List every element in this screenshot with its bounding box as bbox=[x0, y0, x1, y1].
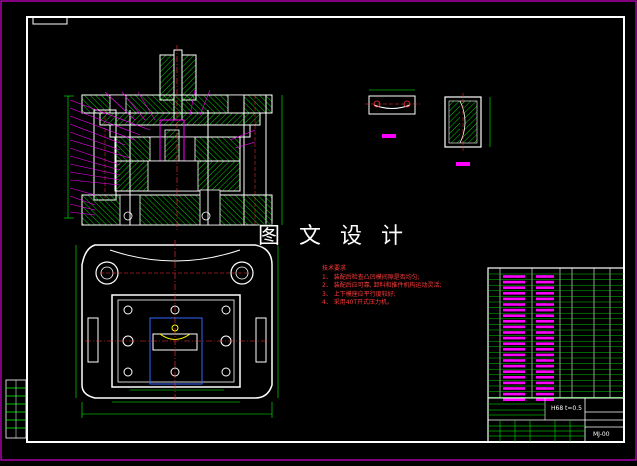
parts-list-cell-mark bbox=[503, 280, 525, 284]
parts-list-cell-mark bbox=[503, 359, 525, 362]
parts-list-cell-mark bbox=[503, 342, 525, 345]
parts-list-cell-mark bbox=[536, 370, 554, 373]
parts-list-cell-mark bbox=[503, 370, 525, 373]
parts-list-cell-mark bbox=[503, 303, 525, 306]
part-top-view bbox=[365, 89, 420, 138]
parts-list-cell-mark bbox=[536, 314, 554, 317]
watermark-text: 图 文 设 计 bbox=[258, 224, 409, 249]
parts-list-cell-mark bbox=[536, 376, 554, 379]
parts-list-cell-mark bbox=[503, 286, 525, 289]
parts-list-cell-mark bbox=[536, 325, 554, 329]
parts-list-cell-mark bbox=[503, 297, 525, 301]
parts-list-cell-mark bbox=[536, 275, 554, 278]
notes-heading: 技术要求 bbox=[322, 265, 347, 272]
assembly-section-view bbox=[64, 45, 283, 232]
parts-list-cell-mark bbox=[503, 364, 525, 368]
lower-die-plan-view bbox=[75, 240, 279, 418]
parts-list-cell-mark bbox=[503, 381, 525, 385]
technical-notes: 技术要求 1、 装配后检查凸凹模间隙是否均匀; 2、 装配后应可靠, 卸料和推件… bbox=[322, 265, 442, 308]
parts-list-cell-mark bbox=[536, 348, 554, 351]
parts-list-cell-mark bbox=[536, 336, 554, 340]
note-line-3: 3、 上下模座应平行度较好; bbox=[322, 290, 396, 298]
note-line-4: 4、 采用40T开式压力机。 bbox=[322, 299, 394, 307]
parts-list-cell-mark bbox=[503, 314, 525, 317]
parts-list-cell-mark bbox=[536, 292, 554, 295]
parts-list-cell-mark bbox=[503, 376, 525, 379]
parts-list-cell-mark bbox=[503, 387, 525, 390]
parts-list-cell-mark bbox=[536, 359, 554, 362]
parts-list-cell-mark bbox=[536, 342, 554, 345]
parts-list-cell-mark bbox=[503, 275, 525, 278]
parts-list-cell-mark bbox=[503, 398, 525, 401]
parts-list-cell-mark bbox=[536, 392, 554, 396]
parts-list-cell-mark bbox=[536, 280, 554, 284]
parts-list-cell-mark bbox=[536, 303, 554, 306]
parts-list-cell-mark bbox=[536, 381, 554, 385]
note-line-1: 1、 装配后检查凸凹模间隙是否均匀; bbox=[322, 273, 420, 281]
parts-list-cell-mark bbox=[503, 353, 525, 357]
parts-list-cell-mark bbox=[503, 336, 525, 340]
part-side-view bbox=[444, 93, 491, 166]
parts-list-cell-mark bbox=[503, 292, 525, 295]
parts-list-cell-mark bbox=[536, 308, 554, 312]
corner-tab bbox=[32, 16, 68, 25]
drawing-frame bbox=[26, 16, 625, 443]
parts-list-cell-mark bbox=[536, 297, 554, 301]
parts-list-cell-mark bbox=[536, 320, 554, 323]
material-note: H68 t=0.5 bbox=[551, 405, 582, 412]
parts-list-cell-mark bbox=[503, 348, 525, 351]
parts-list-cell-mark bbox=[503, 308, 525, 312]
parts-list-cell-mark bbox=[536, 387, 554, 390]
part-label-tag bbox=[382, 134, 396, 138]
parts-list-cell-mark bbox=[536, 353, 554, 357]
part-label-tag-2 bbox=[456, 162, 470, 166]
parts-list-table bbox=[487, 267, 625, 443]
parts-list-cell-mark bbox=[503, 320, 525, 323]
left-revision-strip bbox=[5, 379, 27, 439]
parts-list-cell-mark bbox=[503, 392, 525, 396]
parts-list-cell-mark bbox=[536, 364, 554, 368]
parts-list-cell-mark bbox=[536, 286, 554, 289]
note-line-2: 2、 装配后应可靠, 卸料和推件机构运动灵活; bbox=[322, 282, 442, 290]
parts-list-cell-mark bbox=[503, 325, 525, 329]
parts-list-cell-mark bbox=[503, 331, 525, 334]
drawing-number: MJ-00 bbox=[593, 431, 610, 438]
parts-list-cell-mark bbox=[536, 331, 554, 334]
